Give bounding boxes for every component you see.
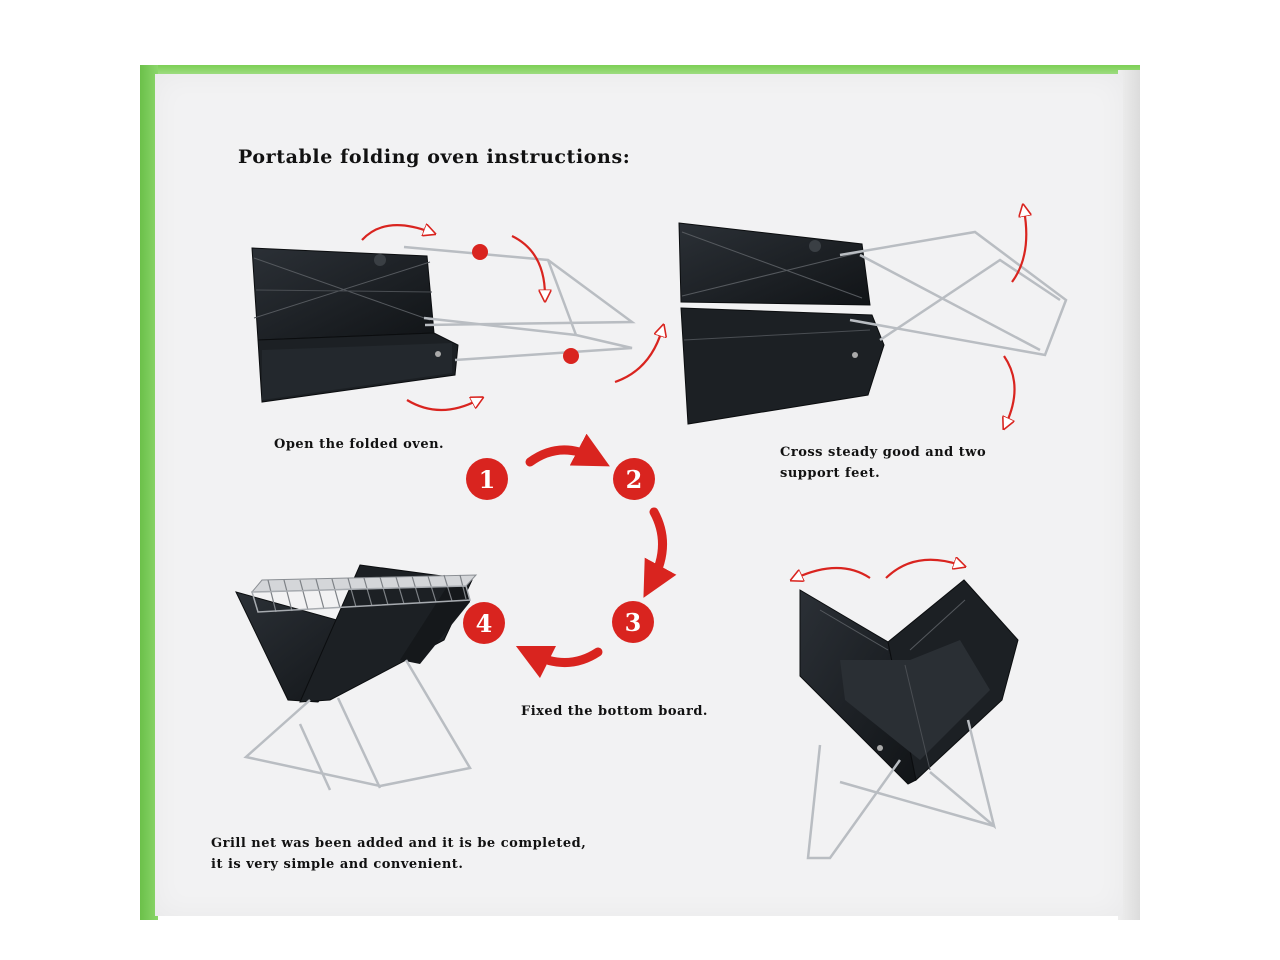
step-badge-1: 1 <box>466 458 508 500</box>
step-cycle-arrows <box>515 433 677 679</box>
step-2-number: 2 <box>626 465 643 494</box>
page-title: Portable folding oven instructions: <box>238 146 631 168</box>
step-2-caption-line-2: support feet. <box>780 466 881 481</box>
step-badge-3: 3 <box>612 601 654 643</box>
step-1-caption-text: Open the folded oven. <box>274 437 445 452</box>
step-1-number: 1 <box>479 465 496 494</box>
step-4-caption-line-2: it is very simple and convenient. <box>211 857 464 872</box>
step-3-caption: Fixed the bottom board. <box>521 701 708 722</box>
box-right-edge <box>1118 70 1140 920</box>
step-4-number: 4 <box>476 609 493 638</box>
step-3-caption-text: Fixed the bottom board. <box>521 704 708 719</box>
step-4-caption: Grill net was been added and it is be co… <box>211 833 631 875</box>
motion-arrows <box>361 210 1026 578</box>
crossed-feet-illustration <box>678 222 1068 425</box>
step-2-caption-line-1: Cross steady good and two <box>780 445 987 460</box>
fixed-bottom-board-illustration <box>799 579 1019 860</box>
step-3-number: 3 <box>625 608 642 637</box>
step-badge-4: 4 <box>463 602 505 644</box>
step-badge-2: 2 <box>613 458 655 500</box>
step-4-caption-line-1: Grill net was been added and it is be co… <box>211 836 587 851</box>
box-left-edge <box>140 65 158 920</box>
folded-oven-illustration <box>251 244 636 403</box>
step-1-caption: Open the folded oven. <box>274 434 444 455</box>
step-2-caption: Cross steady good and two support feet. <box>780 442 1010 484</box>
grill-with-net-illustration <box>235 564 478 791</box>
